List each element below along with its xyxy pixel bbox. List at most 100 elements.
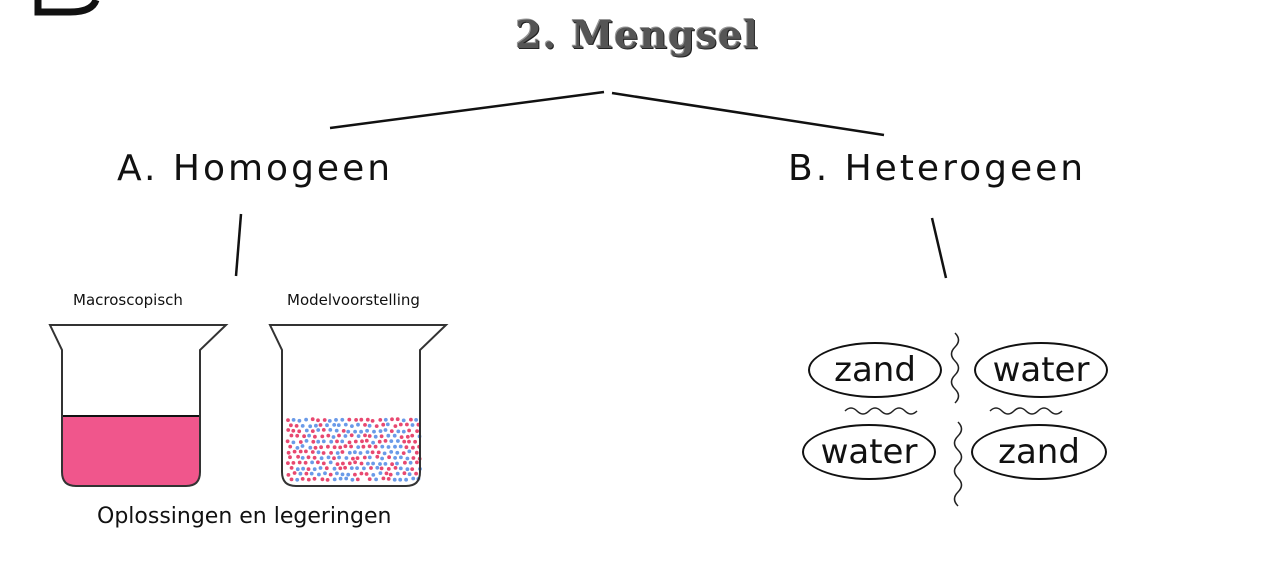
particle [311, 439, 316, 444]
particle [343, 434, 348, 438]
particle [347, 440, 352, 445]
particle [415, 429, 419, 433]
particle [385, 422, 390, 427]
particle [383, 439, 388, 443]
particle [316, 428, 321, 432]
particle [365, 428, 369, 433]
particle [297, 418, 302, 423]
homogeneous-caption: Oplossingen en legeringen [97, 504, 392, 529]
particle [367, 423, 372, 428]
particle [334, 428, 339, 433]
wavy-horizontal-left [844, 407, 918, 415]
particle [353, 460, 357, 465]
particle [316, 450, 321, 455]
particle [359, 417, 364, 422]
particle [374, 477, 378, 482]
particle [286, 428, 291, 432]
particle [332, 466, 337, 471]
particle [321, 451, 326, 455]
particle [353, 472, 357, 477]
particle [320, 477, 325, 482]
particle [378, 429, 383, 433]
particle [316, 460, 320, 465]
particle [375, 465, 380, 470]
particle [328, 460, 333, 465]
particle [389, 429, 394, 433]
diagram-title: 2. Mengsel [515, 12, 759, 57]
particle [297, 429, 302, 434]
wavy-vertical-top [950, 332, 960, 404]
particle [378, 418, 383, 422]
particle [303, 460, 308, 465]
particle [393, 444, 397, 449]
particle [359, 429, 363, 434]
particle [404, 445, 409, 450]
particle [410, 433, 415, 438]
particle [393, 456, 397, 460]
particle [371, 473, 376, 477]
particle [410, 467, 415, 471]
particle [292, 449, 297, 454]
particle [295, 467, 300, 472]
particle [389, 439, 394, 443]
particle [414, 418, 418, 422]
particle [366, 461, 370, 466]
particle [300, 477, 305, 481]
particle [307, 433, 311, 438]
particle [355, 456, 360, 460]
particle [411, 445, 415, 450]
particle [405, 422, 409, 427]
particle [286, 461, 290, 465]
particle [300, 444, 305, 448]
particle [291, 440, 296, 445]
particle [353, 429, 357, 434]
logo-fragment [34, 0, 100, 16]
particle [321, 428, 326, 432]
particle [338, 445, 343, 450]
particle [340, 472, 345, 477]
particle [411, 476, 416, 481]
particle [323, 471, 327, 476]
particle [393, 424, 398, 428]
particle [407, 439, 411, 444]
particle [405, 456, 410, 461]
particle [386, 445, 391, 449]
particle [367, 434, 372, 438]
particle [332, 477, 337, 482]
particle [395, 450, 400, 455]
particle [344, 456, 349, 460]
particle [401, 429, 406, 434]
particle [289, 477, 294, 482]
particle [389, 450, 394, 454]
particle [304, 471, 309, 476]
particle [390, 462, 394, 467]
particle [353, 450, 357, 455]
particle [312, 467, 317, 472]
particle [382, 451, 387, 456]
particle [318, 423, 323, 427]
particle [388, 472, 393, 477]
particle [361, 444, 366, 449]
particle [387, 455, 391, 460]
particle [399, 455, 403, 460]
particle [306, 467, 311, 471]
particle [337, 455, 341, 460]
particle [380, 456, 384, 461]
particle [407, 428, 411, 433]
particle [378, 462, 382, 466]
particle [372, 429, 376, 434]
particle [321, 439, 326, 444]
model-label: Modelvoorstelling [287, 291, 420, 309]
particle [332, 456, 336, 461]
model-beaker [268, 324, 449, 487]
particle [363, 433, 367, 438]
particle [369, 466, 373, 470]
particle [380, 444, 385, 449]
particle [349, 444, 353, 449]
particle [364, 438, 369, 443]
particle [322, 418, 327, 422]
particle [404, 477, 408, 482]
particle [370, 450, 375, 455]
particle [371, 440, 375, 445]
particle [285, 439, 290, 444]
